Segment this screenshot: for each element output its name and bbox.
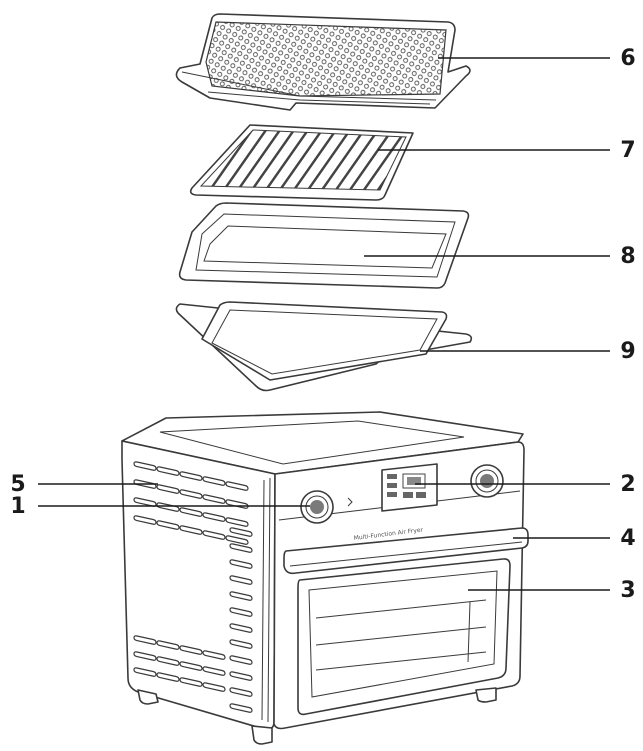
svg-text:7: 7 (620, 138, 635, 163)
side-vents (133, 461, 253, 713)
vent-slot (229, 607, 253, 617)
vent-slot (225, 535, 249, 545)
vent-slot (202, 512, 226, 522)
svg-text:1: 1 (10, 494, 25, 519)
callout-9: 9 (420, 339, 636, 364)
vent-slot (202, 494, 226, 504)
vent-slot (156, 466, 180, 476)
vent-slot (229, 527, 253, 537)
callout-1: 1 (10, 494, 310, 519)
vent-slot (202, 476, 226, 486)
oven-door-window (297, 558, 511, 716)
vent-slot (133, 667, 157, 677)
vent-slot (179, 489, 203, 499)
air-fry-basket (175, 13, 471, 111)
callout-8: 8 (364, 244, 636, 269)
vent-slot (156, 484, 180, 494)
vent-slot (202, 530, 226, 540)
callout-2: 2 (415, 472, 636, 497)
svg-text:3: 3 (620, 578, 635, 603)
vent-slot (229, 703, 253, 713)
vent-slot (156, 502, 180, 512)
vent-slot (133, 515, 157, 525)
vent-slot (229, 591, 253, 601)
vent-slot (202, 682, 226, 692)
vent-slot (229, 639, 253, 649)
svg-text:8: 8 (620, 244, 635, 269)
svg-text:2: 2 (620, 472, 635, 497)
control-display (381, 463, 438, 512)
vent-slot (179, 525, 203, 535)
svg-text:5: 5 (10, 472, 25, 497)
svg-text:9: 9 (620, 339, 635, 364)
vent-slot (229, 655, 253, 665)
vent-slot (229, 623, 253, 633)
wire-rack (189, 124, 414, 201)
callout-5: 5 (10, 472, 158, 497)
vent-slot (225, 517, 249, 527)
svg-text:4: 4 (620, 526, 635, 551)
vent-slot (156, 656, 180, 666)
vent-slot (229, 543, 253, 553)
vent-slot (156, 640, 180, 650)
callout-6: 6 (438, 46, 636, 71)
callout-7: 7 (378, 138, 636, 163)
callout-3: 3 (468, 578, 636, 603)
vent-slot (225, 481, 249, 491)
vent-slot (156, 520, 180, 530)
vent-slot (202, 650, 226, 660)
door-handle (283, 527, 529, 575)
left-knob (300, 490, 353, 524)
vent-slot (202, 666, 226, 676)
vent-slot (179, 645, 203, 655)
baking-pan (178, 202, 470, 289)
vent-slot (179, 507, 203, 517)
callout-4: 4 (513, 526, 636, 551)
vent-slot (156, 672, 180, 682)
vent-slot (179, 471, 203, 481)
vent-slot (229, 687, 253, 697)
vent-slot (133, 461, 157, 471)
svg-text:6: 6 (620, 46, 635, 71)
vent-slot (133, 635, 157, 645)
right-knob (470, 464, 504, 498)
vent-slot (133, 651, 157, 661)
vent-slot (229, 559, 253, 569)
vent-slot (179, 661, 203, 671)
vent-slot (179, 677, 203, 687)
crumb-tray (175, 301, 473, 392)
vent-slot (229, 575, 253, 585)
vent-slot (229, 671, 253, 681)
